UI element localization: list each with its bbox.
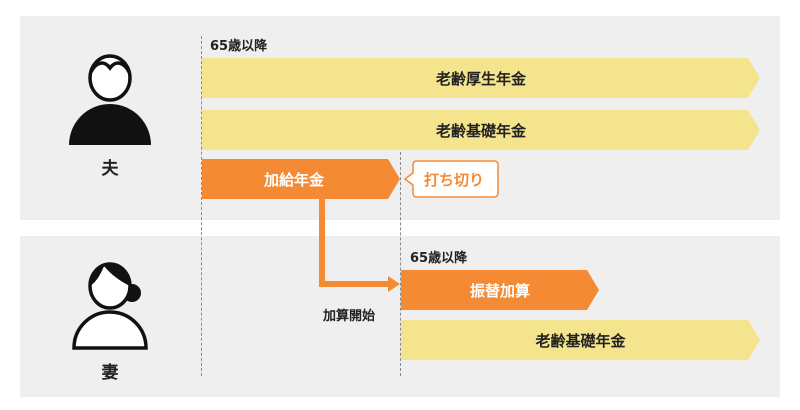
wife-transfer-addition-bar: 振替加算 [401,270,599,310]
husband-employee-pension-bar: 老齢厚生年金 [202,58,760,98]
husband-basic-pension-bar: 老齢基礎年金 [202,110,760,150]
wife-start-guide [400,152,401,376]
connector-label: 加算開始 [323,309,376,324]
husband-avatar-icon [64,50,156,146]
stop-label: 打ち切り [423,170,484,189]
husband-additional-pension-bar: 加給年金 [202,159,400,199]
husband-start-guide [201,36,202,376]
husband-age-marker: 65歳以降 [210,39,268,54]
husband-label: 夫 [101,159,119,179]
wife-label: 妻 [101,363,119,383]
stop-callout: 打ち切り [404,160,499,198]
wife-age-marker: 65歳以降 [410,251,468,266]
wife-avatar-icon [64,256,156,352]
wife-basic-pension-bar: 老齢基礎年金 [401,320,760,360]
